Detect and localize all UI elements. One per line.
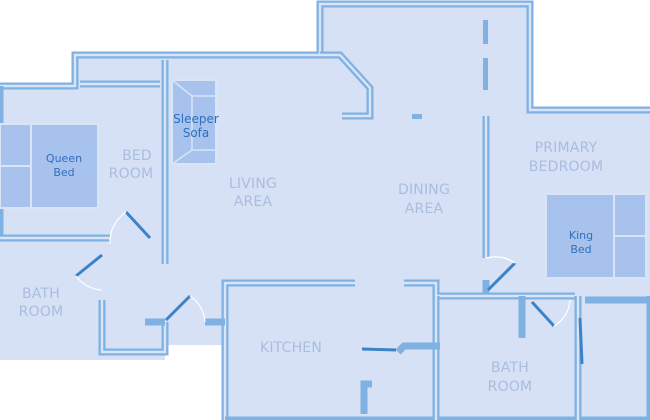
bath-right-door (530, 300, 556, 328)
queen-bed: Queen Bed (0, 123, 99, 209)
sleeper-sofa-label-2: Sofa (183, 126, 210, 140)
bath-right-label-1: BATH (491, 360, 529, 376)
bath-right-label-2: ROOM (488, 379, 533, 395)
king-bed-label-1: King (569, 229, 593, 242)
living-area-label-2: AREA (234, 194, 273, 210)
dining-area-label-1: DINING (398, 182, 450, 198)
primary-bedroom-label-1: PRIMARY (535, 140, 598, 156)
bath-left-door (75, 253, 103, 278)
bath-left-label-1: BATH (22, 286, 60, 302)
bedroom-label-2: ROOM (109, 166, 154, 182)
doors (75, 210, 584, 365)
bedroom-door (124, 210, 152, 240)
dining-area-label-2: AREA (405, 201, 444, 217)
living-area-label-1: LIVING (229, 176, 277, 192)
queen-bed-label-2: Bed (53, 166, 74, 179)
entry-door (164, 294, 192, 322)
bath-left-label-2: ROOM (19, 304, 64, 320)
primary-door (486, 261, 517, 292)
sleeper-sofa: Sleeper Sofa (171, 79, 219, 165)
queen-bed-label-1: Queen (46, 152, 82, 165)
kitchen-door (361, 347, 397, 352)
interior-walls (0, 20, 650, 420)
bedroom-label-1: BED (122, 148, 152, 164)
king-bed: King Bed (545, 193, 647, 279)
sleeper-sofa-label-1: Sleeper (173, 112, 219, 126)
king-bed-label-2: Bed (570, 243, 591, 256)
primary-bedroom-label-2: BEDROOM (529, 159, 603, 175)
kitchen-label: KITCHEN (260, 340, 322, 356)
closet-door (578, 317, 584, 365)
